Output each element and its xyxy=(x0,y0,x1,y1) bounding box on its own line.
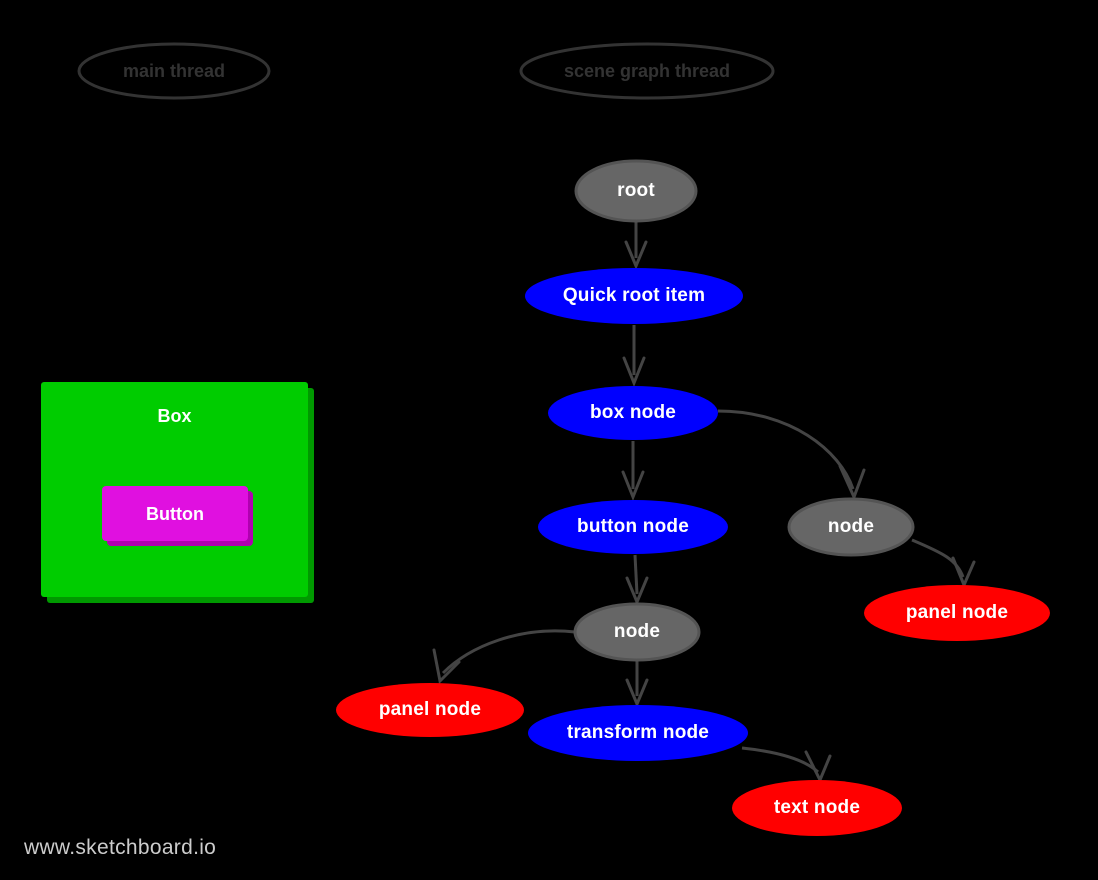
node-label-node-right: node xyxy=(827,516,875,537)
node-panel-node-right[interactable] xyxy=(864,585,1050,641)
edge-button-node-to-node-lower xyxy=(633,554,639,595)
arrowhead-quick-root-item xyxy=(624,240,648,270)
node-panel-node-left[interactable] xyxy=(336,683,524,737)
node-box-node[interactable] xyxy=(548,386,718,440)
edge-node-right-to-panel-node-right xyxy=(911,538,965,578)
button-rect[interactable] xyxy=(102,486,248,541)
thread-label-scene-graph-thread: scene graph thread xyxy=(563,60,731,81)
arrowhead-node-lower xyxy=(625,576,649,606)
node-label-transform-node: transform node xyxy=(566,722,710,743)
node-transform-node[interactable] xyxy=(528,705,748,761)
node-label-quick-root-item: Quick root item xyxy=(562,285,706,306)
thread-label-main-thread: main thread xyxy=(122,60,226,81)
node-label-panel-node-right: panel node xyxy=(905,602,1009,623)
node-node-lower[interactable] xyxy=(573,602,701,662)
arrowhead-panel-node-right xyxy=(951,556,976,589)
node-label-box-node: box node xyxy=(589,402,677,423)
button-label: Button xyxy=(146,504,204,524)
node-quick-root-item[interactable] xyxy=(525,268,743,324)
node-button-node[interactable] xyxy=(538,500,728,554)
edge-box-node-to-node-right xyxy=(717,409,855,490)
node-label-panel-node-left: panel node xyxy=(378,699,482,720)
node-node-right[interactable] xyxy=(787,497,915,557)
watermark: www.sketchboard.io xyxy=(24,836,217,859)
box-label: Box xyxy=(157,406,192,426)
node-text-node[interactable] xyxy=(732,780,902,836)
arrowhead-transform-node xyxy=(625,678,649,708)
thread-ellipse-scene-graph-thread[interactable] xyxy=(519,42,775,100)
node-label-node-lower: node xyxy=(613,621,661,642)
arrowhead-node-right xyxy=(838,464,866,501)
node-root[interactable] xyxy=(574,159,698,223)
edge-transform-node-to-text-node xyxy=(741,746,820,774)
node-label-text-node: text node xyxy=(773,797,861,818)
arrowhead-button-node xyxy=(621,470,645,502)
node-label-root: root xyxy=(617,180,655,201)
edge-node-lower-to-panel-node-left xyxy=(441,629,576,675)
arrowhead-box-node xyxy=(622,356,646,388)
thread-ellipse-main-thread[interactable] xyxy=(77,42,271,100)
arrowhead-panel-node-left xyxy=(432,648,461,685)
arrowhead-text-node xyxy=(804,750,832,784)
node-label-button-node: button node xyxy=(577,516,689,537)
